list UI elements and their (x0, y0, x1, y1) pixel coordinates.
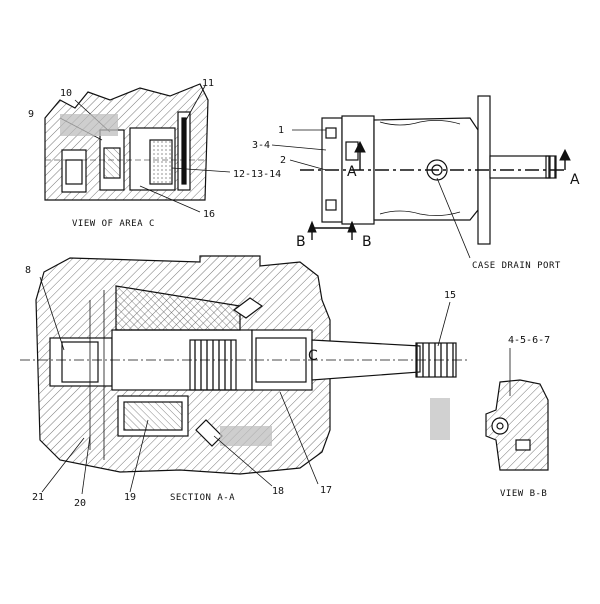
callout-3-4: 3-4 (252, 140, 270, 151)
pump-exterior (321, 95, 557, 245)
section-marker-b-right: B (362, 234, 372, 250)
section-marker-b-left: B (296, 234, 306, 250)
section-leaders (39, 276, 451, 495)
view-b-b (485, 348, 549, 471)
callout-17: 17 (320, 485, 332, 496)
callout-9: 9 (28, 109, 34, 120)
callout-21: 21 (32, 492, 44, 503)
callout-8: 8 (25, 265, 31, 276)
callout-18: 18 (272, 486, 284, 497)
caption-view-b-b: VIEW B-B (500, 489, 547, 499)
caption-section-a-a: SECTION A-A (170, 493, 235, 503)
callout-11: 11 (202, 78, 214, 89)
callout-19: 19 (124, 492, 136, 503)
section-a-a (20, 255, 470, 475)
callout-15: 15 (444, 290, 456, 301)
obscured-patch-2 (220, 426, 272, 446)
obscured-patch-3 (430, 398, 450, 440)
section-marker-a-right: A (570, 172, 580, 188)
callout-20: 20 (74, 498, 86, 509)
callout-1: 1 (278, 125, 284, 136)
callout-2: 2 (280, 155, 286, 166)
callout-4-5-6-7: 4-5-6-7 (508, 335, 550, 346)
view-area-c (44, 83, 231, 213)
caption-view-area-c: VIEW OF AREA C (72, 219, 155, 229)
section-marker-c: C (308, 348, 318, 364)
section-marker-a-left: A (347, 164, 357, 180)
callout-16: 16 (203, 209, 215, 220)
obscured-patch (60, 114, 118, 136)
label-case-drain-port: CASE DRAIN PORT (472, 261, 561, 271)
callout-12-13-14: 12-13-14 (233, 169, 281, 180)
section-lines (300, 140, 571, 259)
callout-10: 10 (60, 88, 72, 99)
